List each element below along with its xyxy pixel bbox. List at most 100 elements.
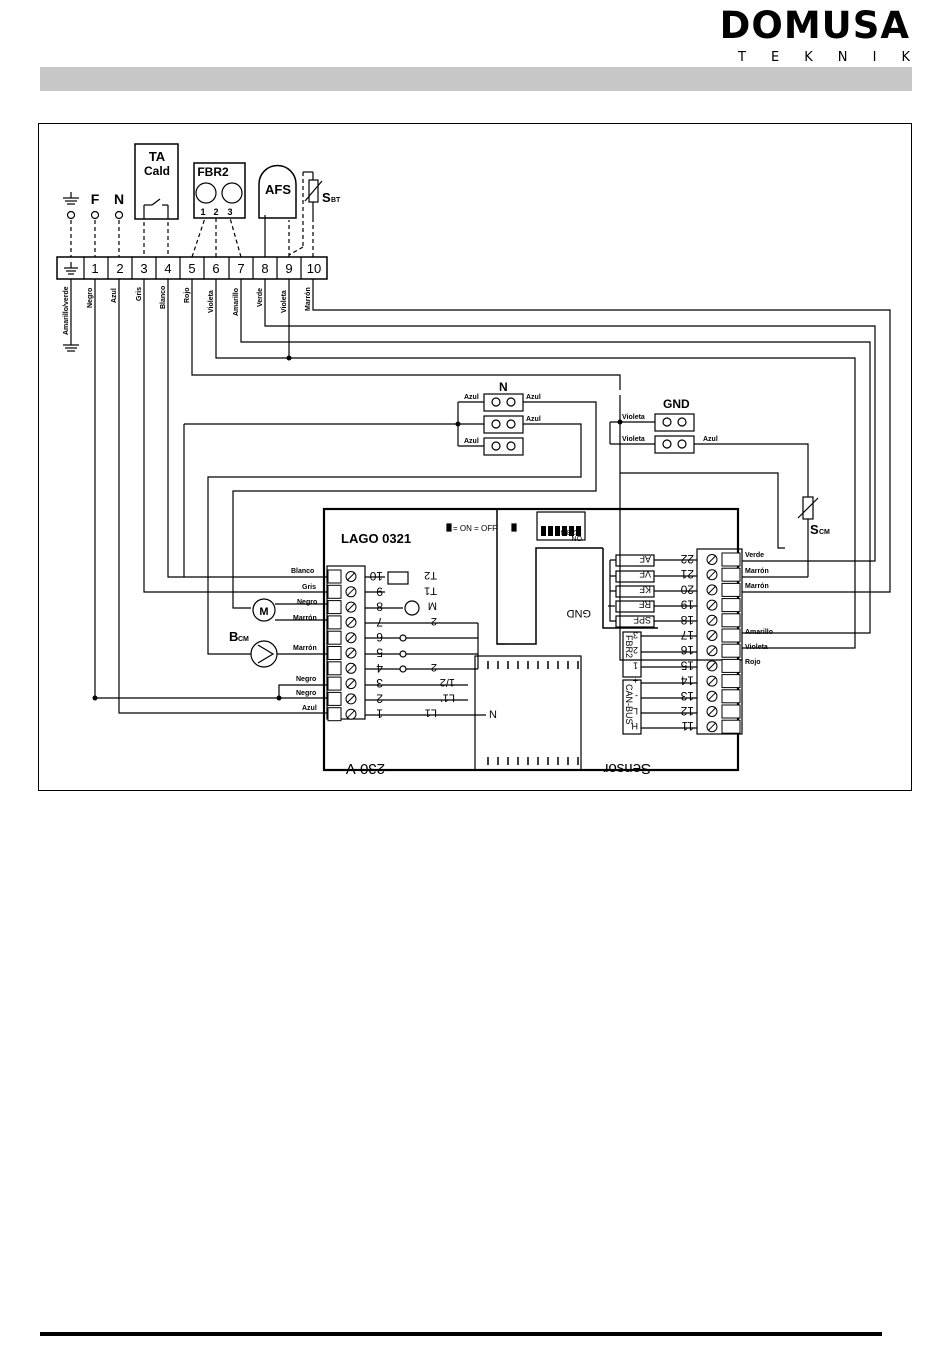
right-terminal bbox=[706, 582, 741, 597]
right-terminal-function: SPF bbox=[633, 615, 651, 625]
supply-phase-label: F bbox=[91, 191, 100, 207]
dip-key bbox=[548, 526, 553, 536]
sensor-label: Sensor bbox=[603, 760, 651, 777]
right-terminal bbox=[706, 613, 741, 628]
motor-label: M bbox=[259, 606, 268, 618]
n-junction-row bbox=[483, 393, 524, 412]
left-terminal-function: 1/2 bbox=[440, 676, 455, 688]
fbr2-pin: 3 bbox=[227, 207, 232, 217]
brand-sub-letter: N bbox=[837, 50, 848, 65]
right-terminal-number: 12 bbox=[680, 704, 694, 718]
controller-chip bbox=[474, 655, 582, 771]
brand-sub-letter: E bbox=[770, 50, 780, 65]
right-terminal-block bbox=[696, 548, 743, 735]
left-terminal-number: 3 bbox=[376, 676, 383, 690]
left-terminal bbox=[327, 615, 357, 630]
strip-number: 3 bbox=[140, 261, 147, 276]
right-terminal-function: RF bbox=[639, 600, 651, 610]
afs-sensor bbox=[258, 164, 297, 219]
strip-number: 6 bbox=[212, 261, 219, 276]
n-wire-label: Azul bbox=[526, 394, 541, 401]
controller-wire-label: Verde bbox=[745, 552, 764, 559]
strip-number: 5 bbox=[188, 261, 195, 276]
gnd-junction-row bbox=[654, 435, 695, 454]
brand-sub-letter: K bbox=[901, 50, 910, 65]
gnd-junction-label: GND bbox=[663, 397, 690, 411]
left-terminal-number: 4 bbox=[376, 661, 383, 675]
afs-label: AFS bbox=[265, 182, 291, 197]
wire-color-label: Amarillo bbox=[233, 288, 240, 316]
right-terminal-number: 13 bbox=[680, 689, 694, 703]
footer-rule bbox=[40, 1332, 882, 1336]
right-terminal-function: L bbox=[633, 706, 638, 716]
controller-gnd-label: GND bbox=[567, 607, 592, 619]
left-terminal-number: 8 bbox=[376, 600, 383, 614]
brand-subtitle: T E K N I K bbox=[738, 50, 910, 66]
controller-wire-label: Rojo bbox=[745, 659, 761, 666]
n-junction-row bbox=[483, 415, 524, 434]
right-terminal bbox=[706, 674, 741, 689]
controller-wire-label: Marrón bbox=[293, 615, 317, 622]
fbr2-label: FBR2 bbox=[197, 165, 229, 179]
left-terminal-function: L1' bbox=[441, 691, 455, 703]
header-bar bbox=[40, 67, 912, 91]
left-terminal bbox=[327, 569, 357, 584]
bcm-label: B bbox=[229, 629, 238, 644]
strip-number: 8 bbox=[261, 261, 268, 276]
right-terminal-number: 11 bbox=[681, 719, 694, 733]
brand-name: DOMUSA bbox=[719, 4, 910, 47]
wire-color-label: Blanco bbox=[160, 286, 167, 309]
dip-key bbox=[562, 526, 567, 536]
sbt-label: S bbox=[322, 190, 331, 205]
dip-switch bbox=[536, 511, 586, 541]
wire-color-label: Amarillo/verde bbox=[63, 286, 70, 335]
dip-keys bbox=[541, 526, 581, 536]
n-wire-label: Azul bbox=[464, 438, 479, 445]
right-terminal bbox=[706, 643, 741, 658]
right-terminal-screws bbox=[706, 552, 741, 734]
strip-number: 2 bbox=[116, 261, 123, 276]
right-terminal-function: 3 bbox=[633, 630, 638, 640]
left-terminal-function: T1 bbox=[424, 584, 437, 596]
wire-color-label: Rojo bbox=[184, 287, 191, 303]
fbr2-pin: 2 bbox=[213, 207, 218, 217]
controller-wire-label: Negro bbox=[296, 676, 316, 683]
left-terminal-number: 1 bbox=[376, 707, 383, 721]
n-junction-row bbox=[483, 437, 524, 456]
dip-numbers: 1 2 3 4 5 6 bbox=[549, 528, 582, 535]
right-terminal bbox=[706, 689, 741, 704]
strip-number: 10 bbox=[307, 261, 321, 276]
left-terminal-number: 2 bbox=[376, 691, 383, 705]
left-terminal bbox=[327, 676, 357, 691]
gnd-junction-row bbox=[654, 413, 695, 432]
scm-label: S bbox=[810, 522, 819, 537]
right-terminal-number: 19 bbox=[680, 598, 694, 612]
dip-key bbox=[541, 526, 546, 536]
controller-wire-label: Negro bbox=[296, 690, 316, 697]
bcm-sub-label: CM bbox=[238, 636, 249, 643]
right-terminal bbox=[706, 719, 741, 734]
fbr2-block-label: FBR2 bbox=[624, 635, 634, 658]
can-bus-label: CAN-BUS bbox=[624, 684, 634, 725]
left-terminal-function: 2 bbox=[431, 661, 437, 673]
controller-wire-label: Violeta bbox=[745, 644, 768, 651]
left-terminal-function: 2 bbox=[431, 615, 437, 627]
right-terminal-number: 22 bbox=[680, 552, 694, 566]
right-terminal-number: 17 bbox=[680, 628, 694, 642]
brand-sub-letter: T bbox=[738, 50, 746, 65]
n-junction-label: N bbox=[499, 380, 508, 394]
wire-color-label: Negro bbox=[87, 288, 94, 308]
right-terminal-function: 1 bbox=[633, 660, 638, 670]
gnd-wire-label: Violeta bbox=[622, 414, 645, 421]
lago-controller bbox=[322, 507, 740, 772]
left-terminal bbox=[327, 584, 357, 599]
controller-wire-label: Blanco bbox=[291, 568, 314, 575]
wire-color-label: Verde bbox=[257, 288, 264, 307]
diagram-frame bbox=[38, 123, 912, 791]
right-terminal-function: VF bbox=[639, 569, 651, 579]
chip-pins bbox=[487, 661, 579, 765]
right-terminal-function: AF bbox=[639, 554, 651, 564]
right-terminal-number: 21 bbox=[680, 567, 694, 581]
brand-logo: DOMUSA T E K N I K bbox=[720, 6, 910, 66]
left-terminal-function: T2 bbox=[424, 569, 437, 581]
